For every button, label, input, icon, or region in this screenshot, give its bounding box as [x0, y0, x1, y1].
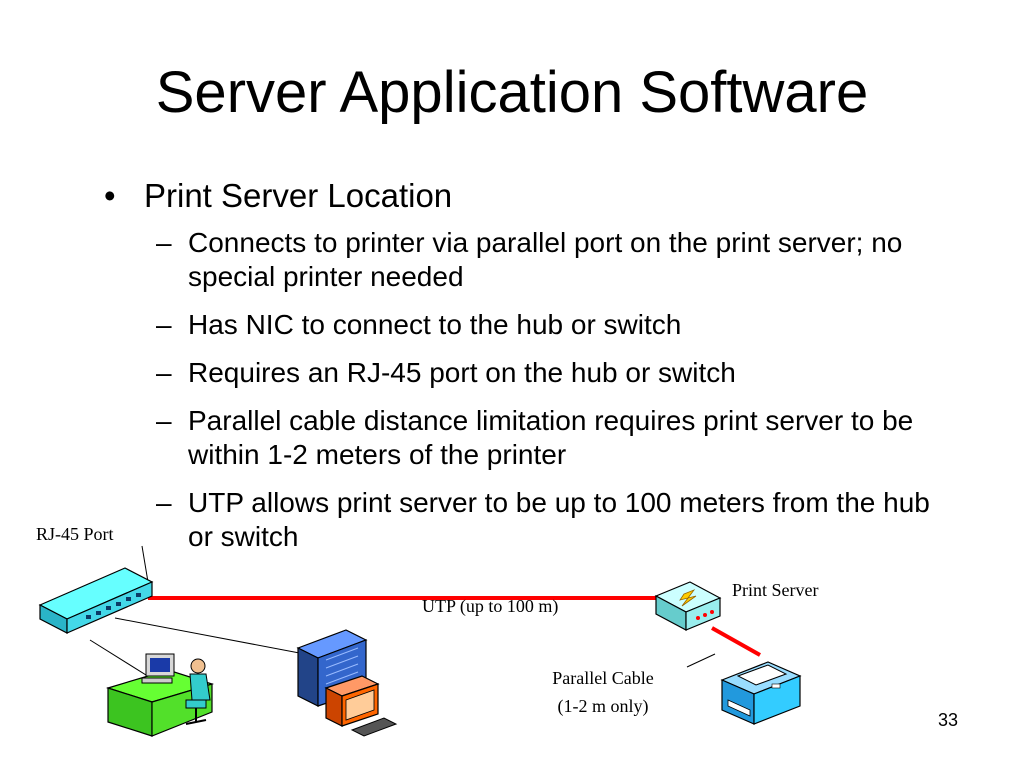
- bullet-marker: •: [104, 177, 116, 214]
- sub-bullet-list: – Connects to printer via parallel port …: [144, 226, 940, 554]
- print-server-label: Print Server: [732, 580, 818, 600]
- print-server-icon: [654, 581, 722, 631]
- parallel-cable: [711, 626, 761, 657]
- sub-bullet-text: Connects to printer via parallel port on…: [188, 227, 903, 292]
- parallel-cable-sublabel: (1-2 m only): [558, 696, 649, 717]
- bullet-list: • Print Server Location – Connects to pr…: [100, 176, 940, 568]
- hub-to-server-line: [114, 617, 311, 656]
- sub-bullet-marker: –: [156, 227, 172, 258]
- sub-bullet-item: – Requires an RJ-45 port on the hub or s…: [144, 356, 940, 390]
- server-monitor-icon: [324, 675, 398, 737]
- slide-title: Server Application Software: [155, 60, 869, 125]
- server-tower-icon: [296, 629, 368, 707]
- sub-bullet-marker: –: [156, 357, 172, 388]
- bullet-text: Print Server Location: [144, 177, 453, 214]
- sub-bullet-marker: –: [156, 487, 172, 518]
- sub-bullet-item: – Connects to printer via parallel port …: [144, 226, 940, 294]
- sub-bullet-item: – Parallel cable distance limitation req…: [144, 404, 940, 472]
- sub-bullet-item: – Has NIC to connect to the hub or switc…: [144, 308, 940, 342]
- sub-bullet-text: Has NIC to connect to the hub or switch: [188, 309, 682, 340]
- workstation-desk-icon: [105, 653, 215, 737]
- page-number: 33: [938, 710, 959, 730]
- sub-bullet-text: Parallel cable distance limitation requi…: [188, 405, 914, 470]
- hub-switch-icon: [38, 567, 154, 634]
- sub-bullet-marker: –: [156, 405, 172, 436]
- sub-bullet-text: Requires an RJ-45 port on the hub or swi…: [188, 357, 736, 388]
- parallel-cable-pointer: [686, 653, 716, 668]
- parallel-cable-label: Parallel Cable: [552, 668, 653, 688]
- sub-bullet-text: UTP allows print server to be up to 100 …: [188, 487, 930, 552]
- bullet-print-server-location: • Print Server Location – Connects to pr…: [100, 176, 940, 554]
- sub-bullet-marker: –: [156, 309, 172, 340]
- sub-bullet-item: – UTP allows print server to be up to 10…: [144, 486, 940, 554]
- hub-to-workstation-line: [89, 639, 171, 691]
- utp-label: UTP (up to 100 m): [422, 596, 558, 617]
- printer-icon: [720, 661, 802, 725]
